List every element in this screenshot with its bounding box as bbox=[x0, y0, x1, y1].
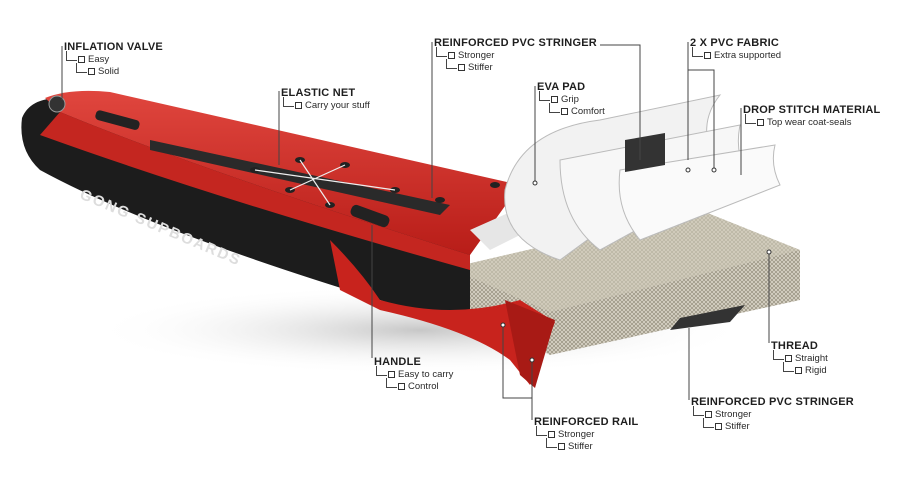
callout-item: Stiffer bbox=[691, 418, 854, 433]
callout-title: EVA PAD bbox=[537, 81, 586, 93]
callout-item: Stiffer bbox=[534, 438, 638, 453]
callout-item: Top wear coat-seals bbox=[743, 114, 880, 129]
callout-stringer-top: REINFORCED PVC STRINGER Stronger Stiffer bbox=[434, 37, 597, 74]
callout-title: REINFORCED PVC STRINGER bbox=[691, 396, 854, 408]
callout-pvc-fabric: 2 X PVC FABRIC Extra supported bbox=[690, 37, 781, 62]
callout-item: Extra supported bbox=[690, 47, 781, 62]
callout-item: Easy to carry bbox=[374, 366, 453, 381]
callout-handle: HANDLE Easy to carry Control bbox=[374, 356, 453, 393]
callout-item: Carry your stuff bbox=[281, 97, 370, 112]
callout-rail: REINFORCED RAIL Stronger Stiffer bbox=[534, 416, 638, 453]
callout-title: INFLATION VALVE bbox=[64, 41, 163, 53]
elastic-net-rings bbox=[250, 157, 500, 208]
leader-dots bbox=[500, 167, 772, 363]
callout-inflation-valve: INFLATION VALVE Easy Solid bbox=[64, 41, 163, 78]
callout-title: THREAD bbox=[771, 340, 819, 352]
handle-center bbox=[350, 204, 390, 228]
pvc-layer-3 bbox=[618, 144, 781, 241]
callout-item: Stiffer bbox=[434, 59, 597, 74]
callout-item: Control bbox=[374, 378, 453, 393]
callout-title: ELASTIC NET bbox=[281, 87, 356, 99]
callout-eva-pad: EVA PAD Grip Comfort bbox=[537, 81, 605, 118]
rail-red bbox=[330, 240, 555, 385]
callout-item: Straight bbox=[771, 350, 828, 365]
callout-title: REINFORCED RAIL bbox=[534, 416, 639, 428]
deck-center-stripe bbox=[150, 140, 450, 215]
callout-title: REINFORCED PVC STRINGER bbox=[434, 37, 597, 49]
callout-item: Stronger bbox=[434, 47, 597, 62]
callout-item: Stronger bbox=[534, 426, 638, 441]
bottom-stringer bbox=[670, 305, 745, 330]
inflation-valve bbox=[48, 95, 66, 113]
callout-item: Rigid bbox=[771, 362, 828, 377]
callout-item: Stronger bbox=[691, 406, 854, 421]
callout-drop-stitch: DROP STITCH MATERIAL Top wear coat-seals bbox=[743, 104, 880, 129]
callout-item: Grip bbox=[537, 91, 605, 106]
callout-item: Solid bbox=[64, 63, 163, 78]
callout-elastic-net: ELASTIC NET Carry your stuff bbox=[281, 87, 370, 112]
callout-thread: THREAD Straight Rigid bbox=[771, 340, 828, 377]
callout-item: Comfort bbox=[537, 103, 605, 118]
elastic-net bbox=[254, 159, 396, 206]
callout-title: DROP STITCH MATERIAL bbox=[743, 104, 881, 116]
callout-item: Easy bbox=[64, 51, 163, 66]
callout-stringer-bottom: REINFORCED PVC STRINGER Stronger Stiffer bbox=[691, 396, 854, 433]
callout-title: 2 X PVC FABRIC bbox=[690, 37, 779, 49]
leader-lines bbox=[61, 42, 770, 420]
handle-nose bbox=[95, 110, 140, 130]
callout-title: HANDLE bbox=[374, 356, 422, 368]
top-stringer bbox=[625, 133, 665, 172]
